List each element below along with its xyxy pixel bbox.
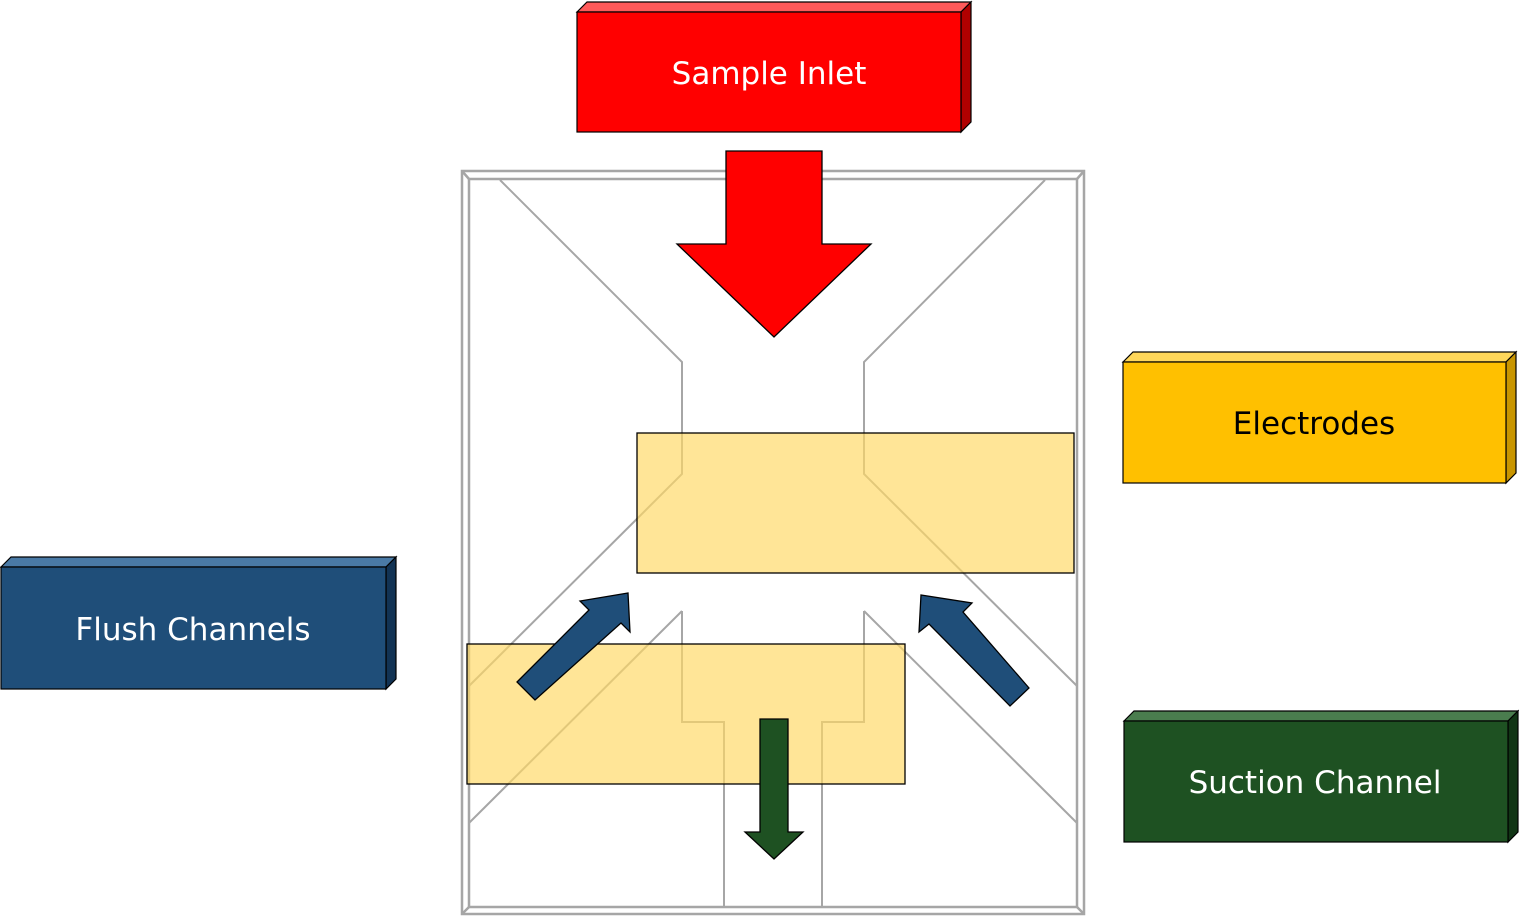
flush-channels-label: Flush Channels	[75, 612, 310, 648]
suction-arrow-icon	[743, 718, 805, 860]
electrodes-label-box: Electrodes	[1121, 350, 1518, 485]
sample-inlet-arrow-icon	[675, 150, 873, 338]
flush-arrow-left-icon	[516, 592, 631, 701]
electrode-lower	[466, 643, 906, 785]
flush-channels-label-box: Flush Channels	[0, 555, 398, 691]
suction-channel-label-box: Suction Channel	[1122, 709, 1519, 844]
sample-inlet-label-box: Sample Inlet	[575, 0, 973, 134]
flush-arrow-right-icon	[918, 594, 1030, 707]
electrodes-label: Electrodes	[1233, 406, 1395, 442]
electrode-upper	[636, 432, 1075, 574]
suction-channel-label: Suction Channel	[1189, 765, 1442, 801]
sample-inlet-label: Sample Inlet	[672, 56, 867, 92]
